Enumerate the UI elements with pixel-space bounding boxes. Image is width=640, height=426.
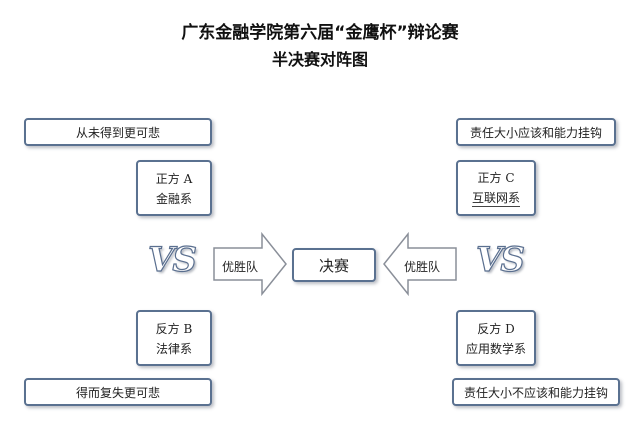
team-c-side: 正方 C — [477, 171, 515, 186]
left-bottom-motion: 得而复失更可悲 — [24, 378, 212, 406]
final-box: 决赛 — [292, 248, 376, 282]
right-bottom-motion: 责任大小不应该和能力挂钩 — [452, 378, 620, 406]
left-arrow — [213, 232, 287, 296]
final-label: 决赛 — [318, 256, 349, 275]
right-vs-logo: VS — [475, 239, 525, 280]
team-c-dept: 互联网系 — [471, 190, 520, 207]
left-top-motion-text: 从未得到更可悲 — [75, 125, 160, 140]
left-bottom-motion-text: 得而复失更可悲 — [75, 385, 160, 400]
left-top-motion: 从未得到更可悲 — [24, 118, 212, 146]
team-b-box: 反方 B 法律系 — [136, 310, 212, 366]
team-a-dept: 金融系 — [155, 191, 192, 206]
team-b-side: 反方 B — [155, 321, 193, 336]
team-a-side: 正方 A — [155, 171, 193, 186]
page-subtitle: 半决赛对阵图 — [271, 50, 368, 69]
left-vs-logo: VS — [147, 239, 197, 280]
team-d-dept: 应用数学系 — [465, 341, 526, 356]
right-top-motion-text: 责任大小应该和能力挂钩 — [469, 125, 602, 140]
left-winner-label: 优胜队 — [221, 260, 258, 274]
right-top-motion: 责任大小应该和能力挂钩 — [456, 118, 616, 146]
team-d-box: 反方 D 应用数学系 — [456, 310, 536, 366]
team-a-box: 正方 A 金融系 — [136, 160, 212, 216]
right-bottom-motion-text: 责任大小不应该和能力挂钩 — [463, 385, 608, 400]
team-c-box: 正方 C 互联网系 — [456, 160, 536, 216]
right-winner-label: 优胜队 — [403, 260, 440, 274]
page-title: 广东金融学院第六届“金鹰杯”辩论赛 — [181, 23, 459, 43]
team-b-dept: 法律系 — [155, 341, 192, 356]
team-d-side: 反方 D — [477, 321, 515, 336]
right-arrow — [383, 232, 457, 296]
